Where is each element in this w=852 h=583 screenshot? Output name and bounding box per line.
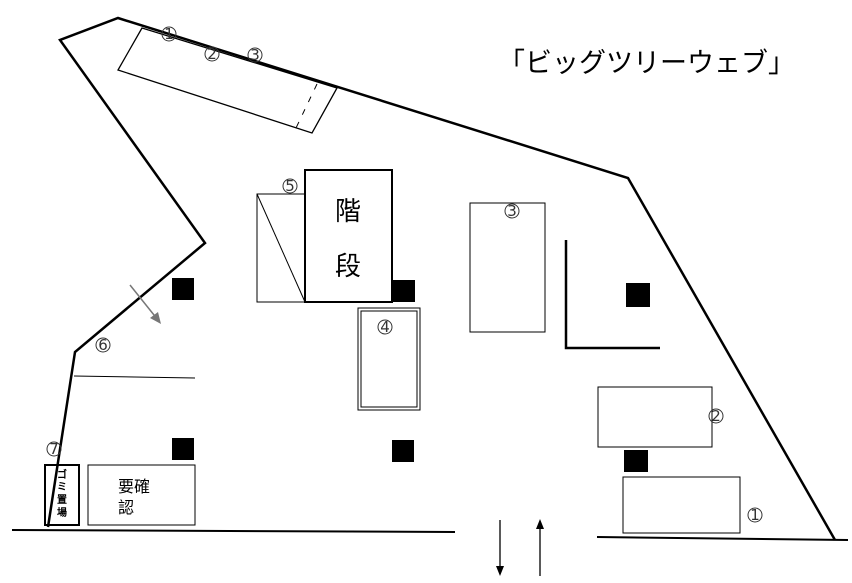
- marker-3: 3: [504, 202, 520, 220]
- svg-text:5: 5: [285, 177, 295, 195]
- divider-line: [73, 375, 196, 379]
- svg-text:1: 1: [750, 506, 760, 524]
- svg-text:4: 4: [380, 318, 390, 336]
- boundary-wall: [46, 16, 837, 541]
- svg-text:7: 7: [49, 440, 59, 458]
- marker-5: 5: [282, 177, 298, 195]
- bottom-wall-left: [11, 529, 456, 533]
- garbage-label-2: ミ: [57, 481, 67, 493]
- garbage-label-3: 置: [57, 494, 67, 506]
- space-2: [597, 386, 713, 448]
- svg-text:6: 6: [98, 336, 108, 354]
- confirm-label-1: 要確: [118, 477, 150, 496]
- dashed-divider: [295, 83, 318, 129]
- svg-text:3: 3: [250, 46, 260, 64]
- space-1: [622, 476, 741, 534]
- pillar: [172, 438, 194, 460]
- garbage-label-1: ゴ: [57, 468, 67, 481]
- garbage-area: [44, 464, 80, 526]
- stairs-box: [304, 169, 393, 303]
- pillar: [393, 280, 415, 302]
- entry-arrow: [129, 284, 161, 324]
- bottom-wall-right: [596, 536, 849, 541]
- title: 「ビッグツリーウェブ」: [498, 48, 795, 79]
- pillar: [624, 450, 648, 472]
- exit-arrow-down: [496, 520, 504, 576]
- l-wall: [564, 240, 660, 350]
- pillar: [626, 283, 650, 307]
- marker-6: 6: [95, 336, 111, 354]
- marker-top-3: 3: [247, 46, 263, 64]
- confirm-label-2: 認: [118, 498, 134, 517]
- space-4: [357, 307, 421, 411]
- space-4-inner: [360, 310, 418, 408]
- stairs-label-2: 段: [335, 252, 361, 282]
- pillar: [392, 440, 414, 462]
- confirm-area: [87, 464, 196, 526]
- entry-arrow-up: [536, 519, 544, 576]
- marker-7: 7: [46, 440, 62, 458]
- stairs-label-1: 階: [335, 197, 361, 227]
- space-3: [469, 202, 546, 333]
- top-parking-area: [117, 27, 338, 134]
- svg-text:2: 2: [207, 45, 217, 63]
- svg-text:2: 2: [711, 407, 721, 425]
- pillar: [172, 278, 194, 300]
- marker-top-1: 1: [161, 25, 177, 43]
- svg-text:3: 3: [507, 202, 517, 220]
- space-5: [256, 193, 306, 303]
- marker-1: 1: [747, 506, 763, 524]
- svg-text:1: 1: [164, 25, 174, 43]
- marker-2: 2: [708, 407, 724, 425]
- diagonal-line: [256, 193, 306, 303]
- marker-4: 4: [377, 318, 393, 336]
- marker-top-2: 2: [204, 45, 220, 63]
- garbage-label-4: 場: [57, 506, 67, 519]
